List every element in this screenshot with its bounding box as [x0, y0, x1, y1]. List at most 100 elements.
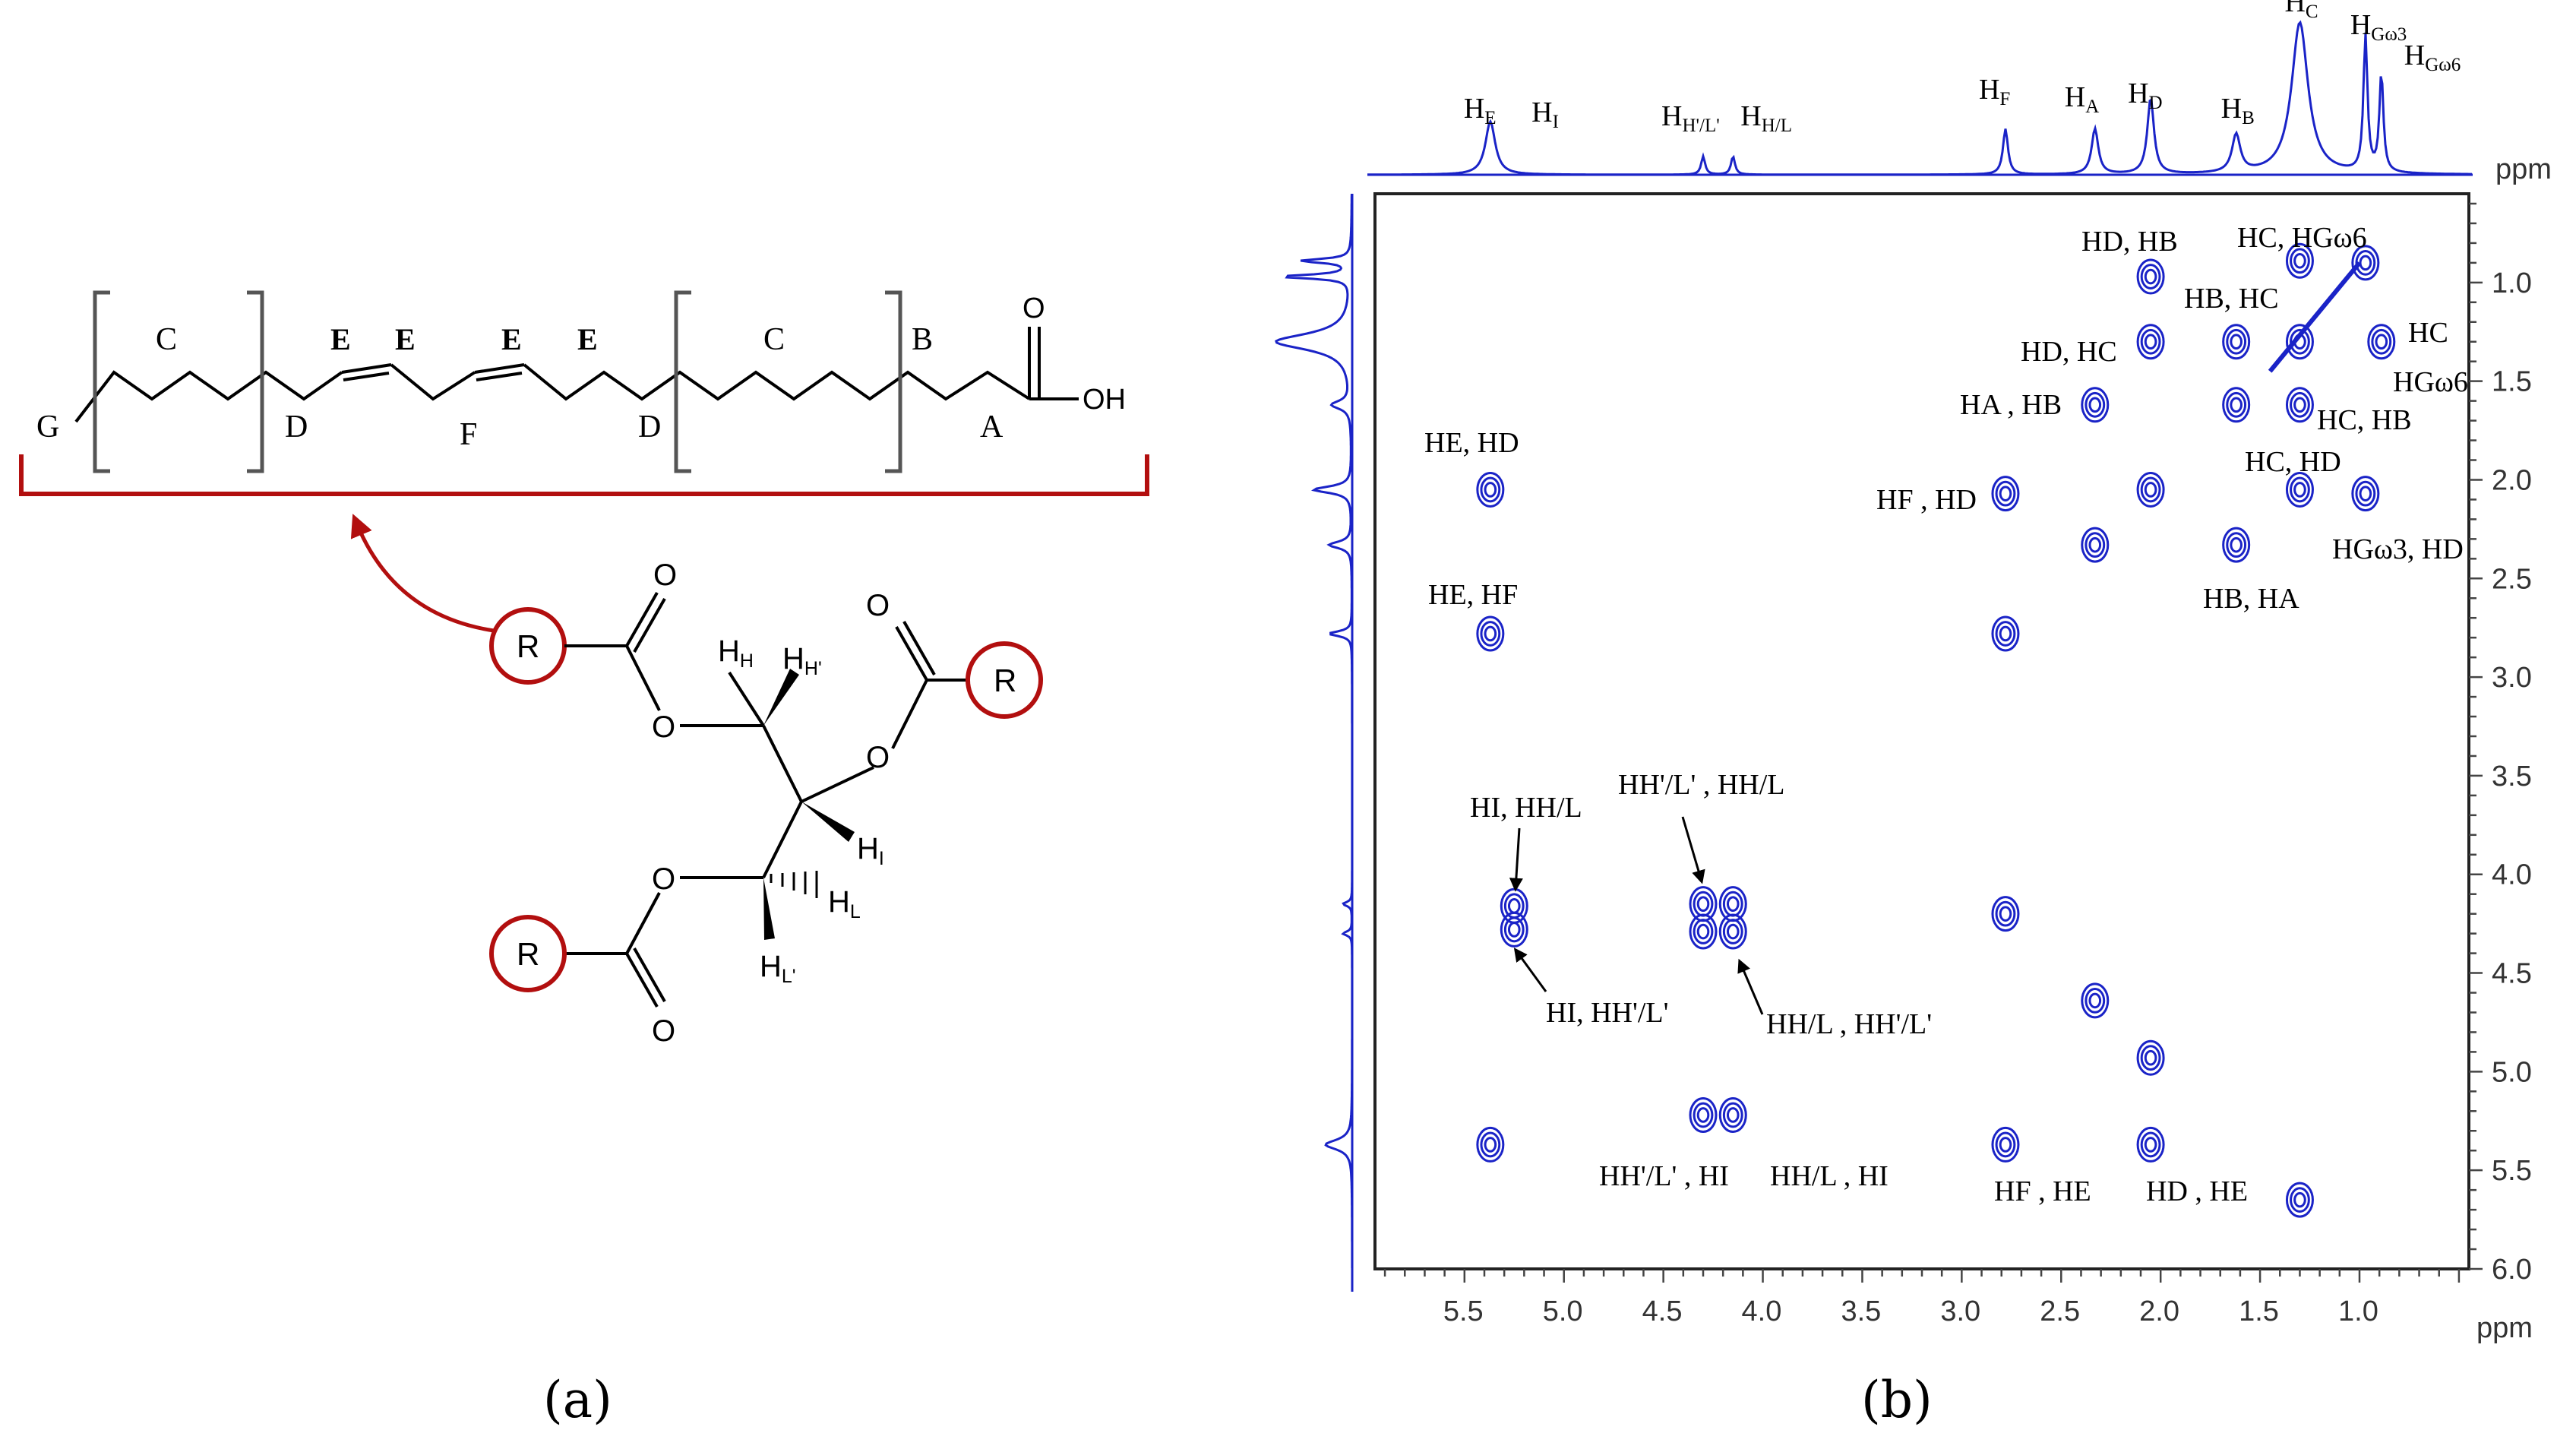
annotation-0: HD, HB: [2081, 226, 2178, 258]
cross-peak: [2285, 387, 2314, 423]
cross-peak-contour: [1696, 923, 1710, 940]
cross-peak-contour: [1726, 923, 1740, 940]
cross-peak-contour: [2144, 334, 2157, 350]
cross-peak-contour: [1689, 1096, 1718, 1133]
cross-peak: [2136, 471, 2165, 508]
cross-peak-contour: [1480, 621, 1501, 647]
y-tick-label: 5.5: [2492, 1155, 2532, 1187]
chain-label-e2: E: [395, 322, 416, 356]
x-tick-label: 4.0: [1742, 1296, 1782, 1327]
cross-peak-contour: [1503, 916, 1525, 943]
cross-peak-contour: [1718, 1096, 1747, 1133]
chain-bonds-mid: [390, 363, 476, 401]
cross-peak-contour: [1999, 625, 2012, 642]
cross-peak-contour: [2290, 391, 2310, 418]
o-label-5: O: [652, 862, 675, 896]
x-axis-label: ppm: [2476, 1312, 2533, 1344]
projection-peak-label: HD: [2128, 78, 2163, 113]
cross-peak-contour: [2222, 324, 2251, 360]
cross-peak-contour: [2140, 1045, 2161, 1071]
h-main-hh: H: [718, 634, 740, 668]
cross-peak-contour: [2290, 476, 2310, 503]
bond-c1-o-dbl: [625, 592, 659, 647]
cross-peak-contour: [2085, 532, 2106, 558]
annotation-5: HGω6: [2393, 366, 2468, 398]
cross-peak-contour: [2293, 252, 2306, 269]
h-sub-hi: I: [879, 848, 884, 869]
bond-c-o-dbl-bottom: [625, 953, 659, 1008]
x-tick-label: 4.5: [1642, 1296, 1683, 1327]
chain-label-a: A: [980, 410, 1004, 445]
cross-peak-contour: [1696, 896, 1710, 912]
cross-peak-contour: [1696, 1107, 1710, 1123]
cross-peak-contour: [2136, 1126, 2165, 1163]
cross-peak-contour: [2290, 328, 2310, 355]
cross-peak: [2136, 258, 2165, 295]
h-sub-hh: H: [740, 650, 754, 672]
bracket-c2-right: [885, 290, 902, 473]
projection-peak-label: HA: [2065, 81, 2100, 117]
annotation-4: HC: [2408, 317, 2448, 349]
top-projection-trace: [1367, 20, 2472, 176]
cross-peak-contour: [1507, 897, 1521, 914]
cross-peak-contour: [2351, 476, 2380, 512]
wedge-hh-top: [728, 671, 765, 727]
bond-c-o-dbl-right-2: [902, 621, 936, 675]
chain-label-e1: E: [330, 322, 351, 356]
annotation-13: HB, HA: [2203, 583, 2299, 615]
wedge-hl-prime: [763, 878, 775, 940]
cross-peak-contour: [1480, 1131, 1501, 1158]
annotation-19: HH/L , HI: [1770, 1160, 1889, 1192]
panel-label-a: (a): [543, 1371, 612, 1429]
projection-peak-label: HE: [1464, 93, 1497, 128]
cross-peak-contour: [2140, 264, 2161, 289]
arrow-hhlp-hhl: [1681, 816, 1705, 884]
bond-o-c-bottom: [625, 892, 661, 954]
annotation-8: HE, HD: [1424, 427, 1519, 459]
cross-peak-contour: [2136, 471, 2165, 508]
cross-peak: [2136, 1126, 2165, 1163]
annotation-6: HA , HB: [1960, 389, 2062, 421]
cross-peak-contour: [1693, 919, 1714, 944]
cross-peak: [1991, 615, 2020, 652]
annotation-21: HD , HE: [2146, 1175, 2248, 1207]
left-projection-trace: [1275, 194, 1354, 1268]
cross-peak-contour: [2222, 527, 2251, 563]
cross-peak: [1991, 476, 2020, 512]
cross-peak: [2367, 324, 2396, 360]
cross-peak-contour: [2136, 1039, 2165, 1076]
chain-label-c1: C: [156, 322, 177, 357]
x-tick-label: 5.5: [1443, 1296, 1484, 1327]
cross-peak-contour: [1995, 621, 2016, 647]
bond-c2-c3: [762, 801, 803, 878]
r-group-label-2: R: [994, 663, 1016, 698]
projection-peak-label: HF: [1979, 74, 2010, 109]
cross-peak-contour: [2140, 1131, 2161, 1158]
cross-peak: [1689, 1096, 1718, 1133]
cross-peak-set: [1476, 242, 2396, 1218]
cross-peak-contour: [1507, 922, 1521, 938]
cross-peak-contour: [1995, 480, 2016, 507]
bond-c1-c2: [762, 725, 803, 802]
cross-peak-contour: [2351, 245, 2380, 281]
cross-peak-contour: [2293, 482, 2306, 498]
cross-peak: [2081, 527, 2110, 563]
h-sub-hl: L: [850, 901, 861, 922]
cross-peak-contour: [2140, 328, 2161, 355]
cross-peak-contour: [2230, 536, 2243, 553]
annotation-3: HD, HC: [2021, 336, 2117, 368]
cross-peak: [2285, 324, 2314, 360]
cross-peak-contour: [2226, 532, 2247, 558]
cross-peak-contour: [1995, 1131, 2016, 1158]
cross-peak-contour: [2293, 397, 2306, 413]
y-tick-label: 3.5: [2492, 761, 2532, 793]
chain-label-oh: OH: [1083, 384, 1126, 416]
cross-peak-contour: [1722, 891, 1743, 917]
cross-peak-contour: [2081, 982, 2110, 1019]
cross-peak-contour: [1484, 482, 1497, 498]
diagonal-streak: [2268, 261, 2362, 373]
h-main-hi: H: [857, 832, 879, 865]
